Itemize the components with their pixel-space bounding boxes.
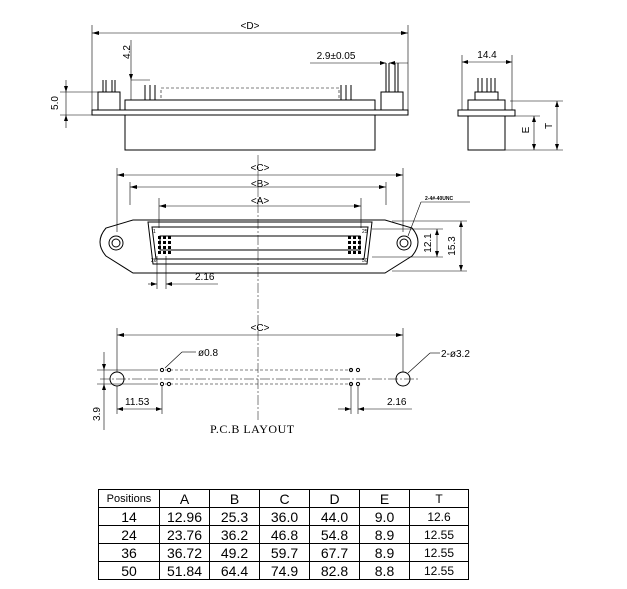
- pcb-dim-3-9-label: 3.9: [92, 407, 103, 421]
- table-cell: 46.8: [259, 525, 310, 544]
- table-cell: 49.2: [209, 543, 260, 562]
- table-cell: 36: [98, 543, 160, 562]
- table-row: 24 23.76 36.2 46.8 54.8 8.9 12.55: [98, 525, 469, 544]
- table-cell: 14: [98, 507, 160, 526]
- dim-width-label: 14.4: [477, 50, 497, 61]
- dim-5-label: 5.0: [50, 96, 61, 110]
- table-cell: 8.8: [359, 561, 410, 580]
- table-row: 36 36.72 49.2 59.7 67.7 8.9 12.55: [98, 543, 469, 562]
- table-cell: 9.0: [359, 507, 410, 526]
- table-header-a: A: [159, 489, 210, 508]
- table-cell: 8.9: [359, 543, 410, 562]
- table-cell: 36.2: [209, 525, 260, 544]
- pin-25-label: 25: [362, 229, 368, 235]
- table-cell: 59.7: [259, 543, 310, 562]
- dim-15-3-label: 15.3: [447, 236, 458, 256]
- table-header-c: C: [259, 489, 310, 508]
- table-cell: 74.9: [259, 561, 310, 580]
- table-cell: 36.72: [159, 543, 210, 562]
- table-cell: 24: [98, 525, 160, 544]
- dimension-table: Positions A B C D E T 14 12.96 25.3 36.0…: [98, 489, 469, 580]
- dim-2-16-label: 2.16: [195, 272, 215, 283]
- pin-26-label: 26: [151, 258, 157, 264]
- table-cell: 64.4: [209, 561, 260, 580]
- dim-4-2-label: 4.2: [122, 45, 133, 59]
- table-cell: 12.96: [159, 507, 210, 526]
- side-view: 14.4 E T: [457, 50, 563, 151]
- table-header-row: Positions A B C D E T: [98, 489, 469, 508]
- table-cell: 8.9: [359, 525, 410, 544]
- table-cell: 12.6: [409, 507, 469, 526]
- table-cell: 12.55: [409, 543, 469, 562]
- table-cell: 50: [98, 561, 160, 580]
- table-cell: 54.8: [309, 525, 360, 544]
- table-cell: 36.0: [259, 507, 310, 526]
- table-cell: 25.3: [209, 507, 260, 526]
- table-cell: 44.0: [309, 507, 360, 526]
- table-cell: 51.84: [159, 561, 210, 580]
- dim-12-1-label: 12.1: [423, 233, 434, 253]
- table-row: 14 12.96 25.3 36.0 44.0 9.0 12.6: [98, 507, 469, 526]
- dim-c-label: <C>: [251, 163, 270, 174]
- table-cell: 23.76: [159, 525, 210, 544]
- table-header-t: T: [409, 489, 469, 508]
- pcb-dim-11-53-label: 11.53: [125, 397, 150, 408]
- table-row: 50 51.84 64.4 74.9 82.8 8.8 12.55: [98, 561, 469, 580]
- table-header-d: D: [309, 489, 360, 508]
- pcb-layout-title: P.C.B LAYOUT: [210, 422, 295, 436]
- dim-b-label: <B>: [251, 179, 270, 190]
- dim-a-label: <A>: [251, 196, 270, 207]
- pcb-hole-small-label: ø0.8: [198, 348, 218, 359]
- dim-d-label: <D>: [241, 21, 260, 32]
- top-view: <D> 5.0: [50, 21, 409, 151]
- pcb-dim-2-16-label: 2.16: [387, 397, 407, 408]
- table-header-positions: Positions: [98, 489, 160, 508]
- pcb-layout: <C> ø0.8 2-ø3.2 3.9: [92, 323, 470, 436]
- table-header-b: B: [209, 489, 260, 508]
- table-header-e: E: [359, 489, 410, 508]
- pin-50-label: 50: [362, 258, 368, 264]
- table-cell: 82.8: [309, 561, 360, 580]
- pin-1-label: 1: [153, 229, 156, 235]
- dim-pitch-label: 2.9±0.05: [317, 51, 356, 62]
- pcb-hole-large-label: 2-ø3.2: [441, 349, 470, 360]
- table-cell: 12.55: [409, 525, 469, 544]
- table-cell: 12.55: [409, 561, 469, 580]
- table-cell: 67.7: [309, 543, 360, 562]
- dim-t-label: T: [544, 123, 555, 129]
- front-view: <C> <B> <A>: [99, 163, 470, 289]
- pcb-dim-c-label: <C>: [251, 323, 270, 334]
- dim-e-label: E: [521, 126, 532, 133]
- screw-note: 2-4#-40UNC: [425, 196, 453, 202]
